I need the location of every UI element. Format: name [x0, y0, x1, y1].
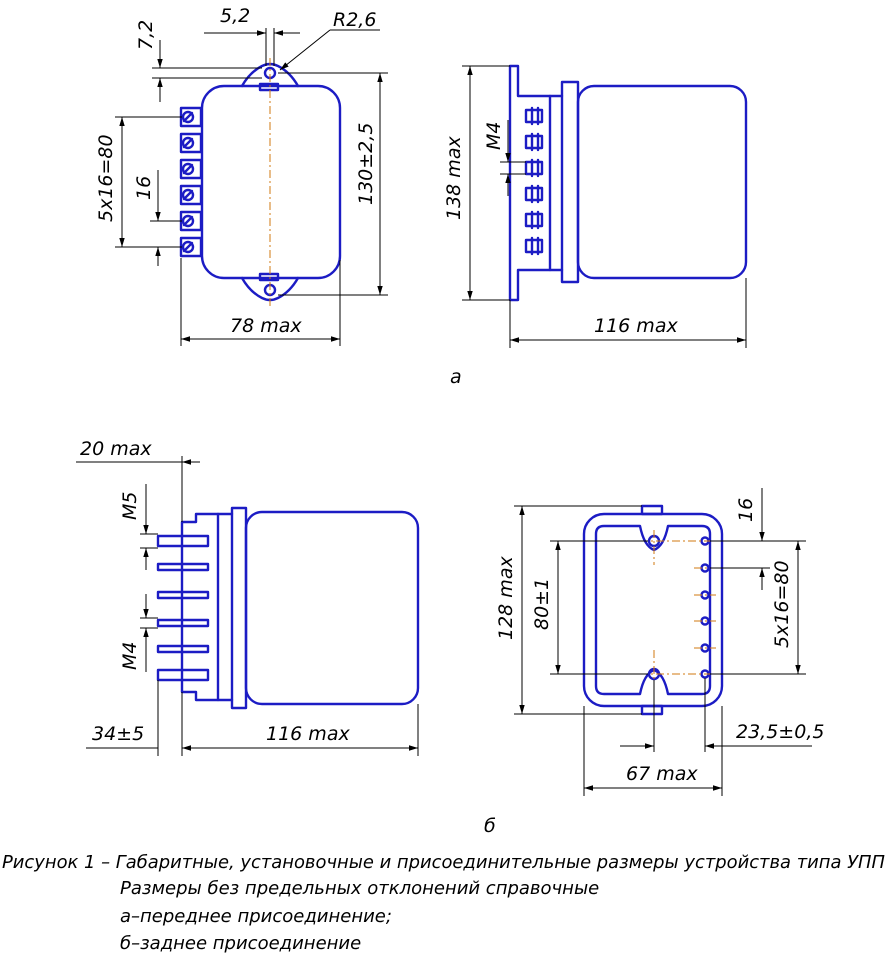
dim-138max: 138 max [443, 136, 465, 220]
dim-130: 130±2,5 [355, 123, 377, 205]
rear-bottom-clip [640, 704, 664, 716]
dim-116max-b: 116 max [266, 723, 350, 745]
caption-line-1: Рисунок 1 – Габаритные, установочные и п… [2, 852, 885, 873]
mount-flange [508, 64, 552, 302]
label-a: а [450, 366, 462, 388]
relay-body-front [200, 84, 342, 280]
view-b-side-dim-labels: 20 max M5 M4 34±5 116 max [80, 438, 350, 745]
view-a-side-dim-labels: 138 max M4 116 max [443, 122, 678, 337]
dim-16-b: 16 [735, 498, 757, 522]
caption-line-2: Размеры без предельных отклонений справо… [120, 878, 599, 899]
front-terminals [179, 106, 203, 258]
rear-inner-frame [594, 524, 712, 696]
bottom-clip [258, 272, 280, 282]
view-b-side [156, 506, 420, 710]
dim-m5: M5 [119, 492, 141, 520]
view-a-side-dims [462, 65, 747, 348]
side-terminals [524, 106, 544, 256]
view-b-rear [582, 504, 724, 716]
dim-128max: 128 max [495, 556, 517, 640]
dim-r2-6: R2,6 [333, 9, 376, 31]
dim-67max: 67 max [626, 763, 698, 785]
dim-20max: 20 max [80, 438, 152, 460]
rear-top-clip [640, 504, 664, 516]
dim-5x16-80: 5x16=80 [95, 134, 117, 222]
relay-body-rear [244, 510, 420, 706]
view-b-side-dims [76, 456, 419, 756]
dim-80: 80±1 [531, 578, 553, 630]
dim-5x16-80-b: 5x16=80 [771, 560, 793, 648]
dim-5-2: 5,2 [220, 5, 250, 27]
dim-m4-a: M4 [483, 122, 505, 150]
view-a-front-dim-labels: 7,2 5,2 R2,6 5x16=80 16 130±2,5 78 max [95, 5, 377, 337]
dim-7-2: 7,2 [135, 20, 157, 50]
caption-line-4: б–заднее присоединение [120, 933, 361, 954]
top-clip [258, 82, 280, 92]
rear-pin-holes [700, 536, 710, 679]
view-a-front [179, 58, 342, 306]
view-b-rear-dim-labels: 128 max 80±1 16 5x16=80 23,5±0,5 67 max [495, 498, 824, 785]
view-a-front-dims [115, 28, 388, 346]
figure-caption: Рисунок 1 – Габаритные, установочные и п… [2, 852, 885, 954]
caption-line-3: а–переднее присоединение; [120, 906, 392, 927]
relay-body-side [576, 84, 748, 280]
rear-pins [156, 534, 210, 682]
dim-m4-b: M4 [119, 642, 141, 670]
label-b: б [484, 815, 496, 837]
dim-116max-a: 116 max [594, 315, 678, 337]
rear-base-plate [230, 506, 248, 710]
dim-23-5: 23,5±0,5 [736, 721, 824, 743]
view-b-rear-dims [514, 488, 812, 796]
dim-34: 34±5 [92, 723, 144, 745]
view-a-side [508, 64, 748, 302]
dim-78max: 78 max [230, 315, 302, 337]
dim-16: 16 [133, 176, 155, 200]
base-plate [560, 80, 580, 284]
rear-block [180, 512, 220, 702]
